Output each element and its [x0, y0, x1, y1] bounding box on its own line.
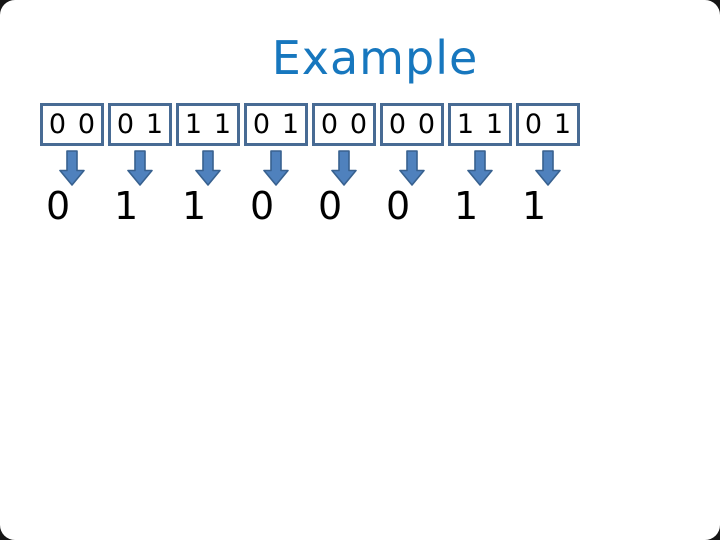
down-arrow-icon	[244, 150, 308, 186]
bit-digit: 1	[485, 109, 504, 140]
bit-digit: 0	[417, 109, 436, 140]
bit-digit: 0	[320, 109, 339, 140]
slide-title: Example	[271, 31, 479, 85]
arrows-row	[40, 150, 580, 186]
bit-digit: 1	[281, 109, 300, 140]
results-row: 0 1 1 0 0 0 1 1	[40, 187, 580, 225]
down-arrow-icon	[516, 150, 580, 186]
bit-digit: 1	[145, 109, 164, 140]
bit-digit: 0	[349, 109, 368, 140]
bit-digit: 1	[213, 109, 232, 140]
result-digit: 1	[522, 184, 547, 228]
down-arrow-icon	[108, 150, 172, 186]
result-digit: 0	[318, 184, 343, 228]
bit-digit: 0	[77, 109, 96, 140]
down-arrow-icon	[380, 150, 444, 186]
result-digit: 1	[114, 184, 139, 228]
down-arrow-icon	[40, 150, 104, 186]
bit-digit: 0	[252, 109, 271, 140]
result-digit: 1	[182, 184, 207, 228]
bit-digit: 0	[388, 109, 407, 140]
result-digit: 1	[454, 184, 479, 228]
down-arrow-icon	[176, 150, 240, 186]
result-digit: 0	[250, 184, 275, 228]
bit-digit: 1	[184, 109, 203, 140]
bit-digit: 0	[116, 109, 135, 140]
result-digit: 0	[46, 184, 71, 228]
bit-digit: 0	[48, 109, 67, 140]
bit-digit: 1	[553, 109, 572, 140]
down-arrow-icon	[448, 150, 512, 186]
bit-digit: 0	[524, 109, 543, 140]
down-arrow-icon	[312, 150, 376, 186]
bit-digit: 1	[456, 109, 475, 140]
result-digit: 0	[386, 184, 411, 228]
